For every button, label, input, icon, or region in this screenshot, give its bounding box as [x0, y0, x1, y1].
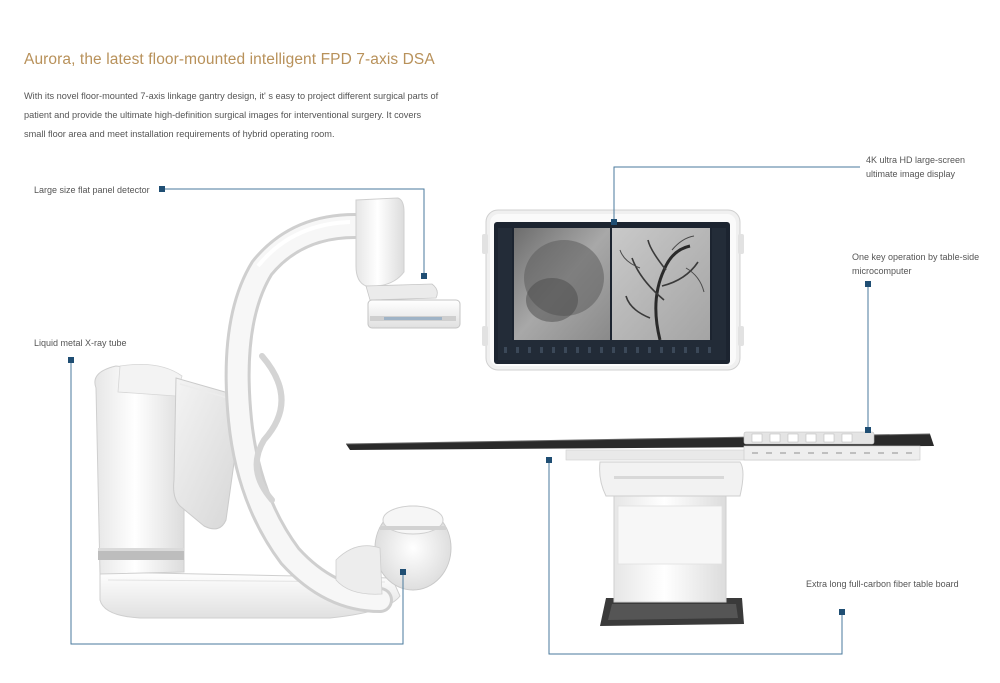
marker-dot: [159, 186, 165, 192]
callout-detector: Large size flat panel detector: [34, 185, 150, 195]
callout-display: 4K ultra HD large-screen ultimate image …: [866, 153, 965, 181]
markers: [68, 186, 871, 615]
callout-xray-tube: Liquid metal X-ray tube: [34, 338, 127, 348]
marker-dot: [546, 457, 552, 463]
intro-line: With its novel floor-mounted 7-axis link…: [24, 91, 439, 101]
marker-dot: [865, 427, 871, 433]
callout-display-line: ultimate image display: [866, 169, 956, 179]
intro-paragraph: With its novel floor-mounted 7-axis link…: [24, 87, 454, 144]
leader-lines: [70, 166, 869, 655]
leader-display: [613, 166, 860, 222]
callout-table-board: Extra long full-carbon fiber table board: [806, 579, 959, 589]
callout-display-line: 4K ultra HD large-screen: [866, 155, 966, 165]
leader-detector: [162, 188, 425, 276]
marker-dot: [611, 219, 617, 225]
leader-table-board: [548, 460, 843, 655]
page-title: Aurora, the latest floor-mounted intelli…: [24, 51, 435, 68]
callout-microcomputer-line: One key operation by table-side: [852, 252, 980, 262]
marker-dot: [865, 281, 871, 287]
leader-xray-tube: [70, 360, 404, 645]
marker-dot: [421, 273, 427, 279]
callout-microcomputer-line: microcomputer: [852, 266, 912, 276]
marker-dot: [68, 357, 74, 363]
angiography-image: [612, 228, 710, 340]
intro-line: small floor area and meet installation r…: [24, 129, 335, 139]
callout-microcomputer: One key operation by table-side microcom…: [852, 250, 979, 278]
marker-dot: [400, 569, 406, 575]
intro-line: patient and provide the ultimate high-de…: [24, 110, 422, 120]
marker-dot: [839, 609, 845, 615]
c-arm-gantry: [94, 197, 461, 619]
4k-monitor: [482, 209, 744, 371]
patient-table: [345, 431, 934, 626]
